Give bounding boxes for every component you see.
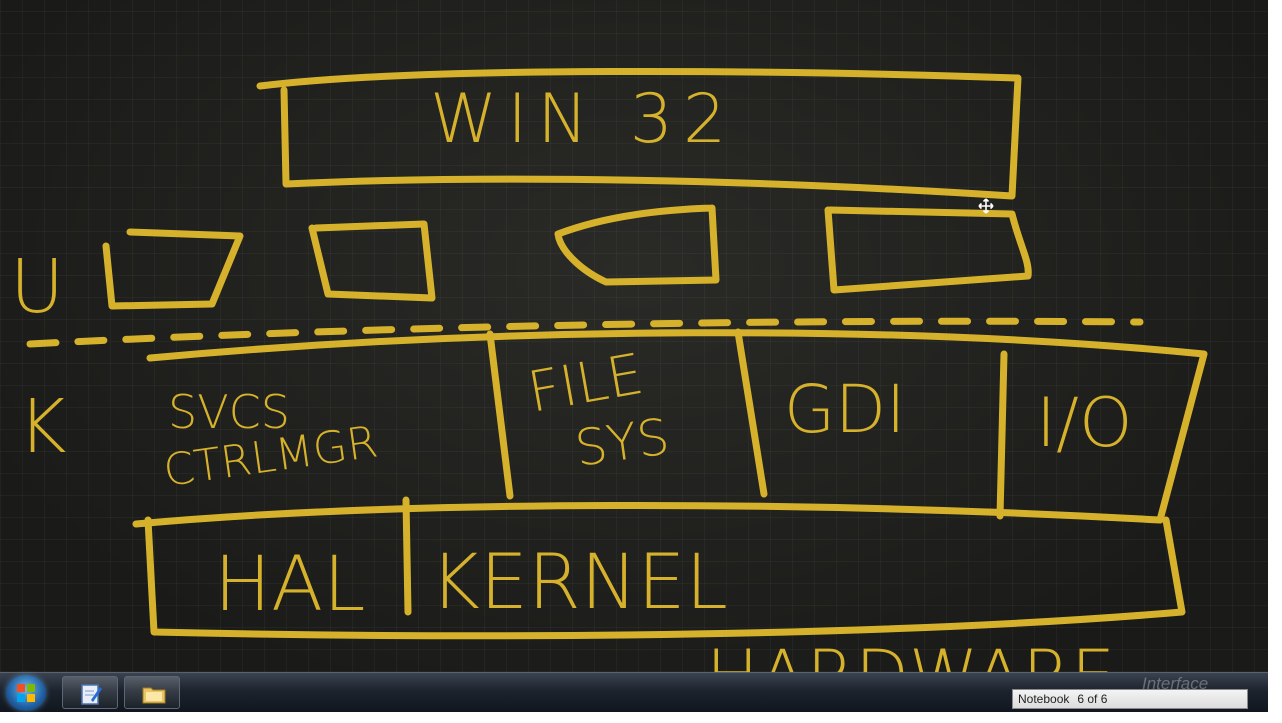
taskbar-explorer-app[interactable] [124,676,180,709]
file-label-line2: SYS [572,407,673,478]
hal-kernel-divider [402,496,412,616]
whiteboard-canvas[interactable]: WIN 32 U K SVCS CTRLMGR FILE SYS GDI I/O [0,0,1268,672]
folder-icon [142,687,166,704]
user-box-3 [554,204,720,286]
divider-2 [734,328,768,498]
watermark: Interface [1142,674,1209,693]
taskbar-journal-app[interactable] [62,676,118,709]
windows-logo-icon [17,684,35,702]
mode-boundary-dashed [26,317,1144,348]
ink-drawing: WIN 32 U K SVCS CTRLMGR FILE SYS GDI I/O [10,67,1208,672]
user-box-1 [102,228,244,310]
divider-3 [996,350,1008,520]
svcs-label-line1: SVCS [168,385,290,439]
user-box-4 [824,206,1032,294]
user-mode-label: U [10,244,64,330]
kernel-mode-label: K [18,384,67,470]
gdi-label: GDI [784,371,905,448]
hal-kernel-box [144,516,1186,640]
move-cursor-icon [978,198,994,214]
screen: WIN 32 U K SVCS CTRLMGR FILE SYS GDI I/O [0,0,1268,712]
notepad-icon [81,684,102,705]
taskbar: Notebook 6 of 6 [0,672,1268,712]
win32-box [256,67,1022,200]
win32-label: WIN 32 [430,80,736,159]
io-label: I/O [1036,384,1133,463]
divider-1 [486,330,514,500]
hardware-label: HARDWARE [706,635,1115,672]
kernel-services-box [132,329,1208,528]
notebook-indicator[interactable]: Notebook 6 of 6 [1012,689,1248,709]
start-button[interactable] [6,675,46,711]
user-box-2 [308,220,436,302]
notebook-page-count: 6 of 6 [1077,692,1108,706]
hal-label: HAL [214,539,365,628]
notebook-label: Notebook [1018,692,1070,706]
kernel-label: KERNEL [430,537,728,626]
